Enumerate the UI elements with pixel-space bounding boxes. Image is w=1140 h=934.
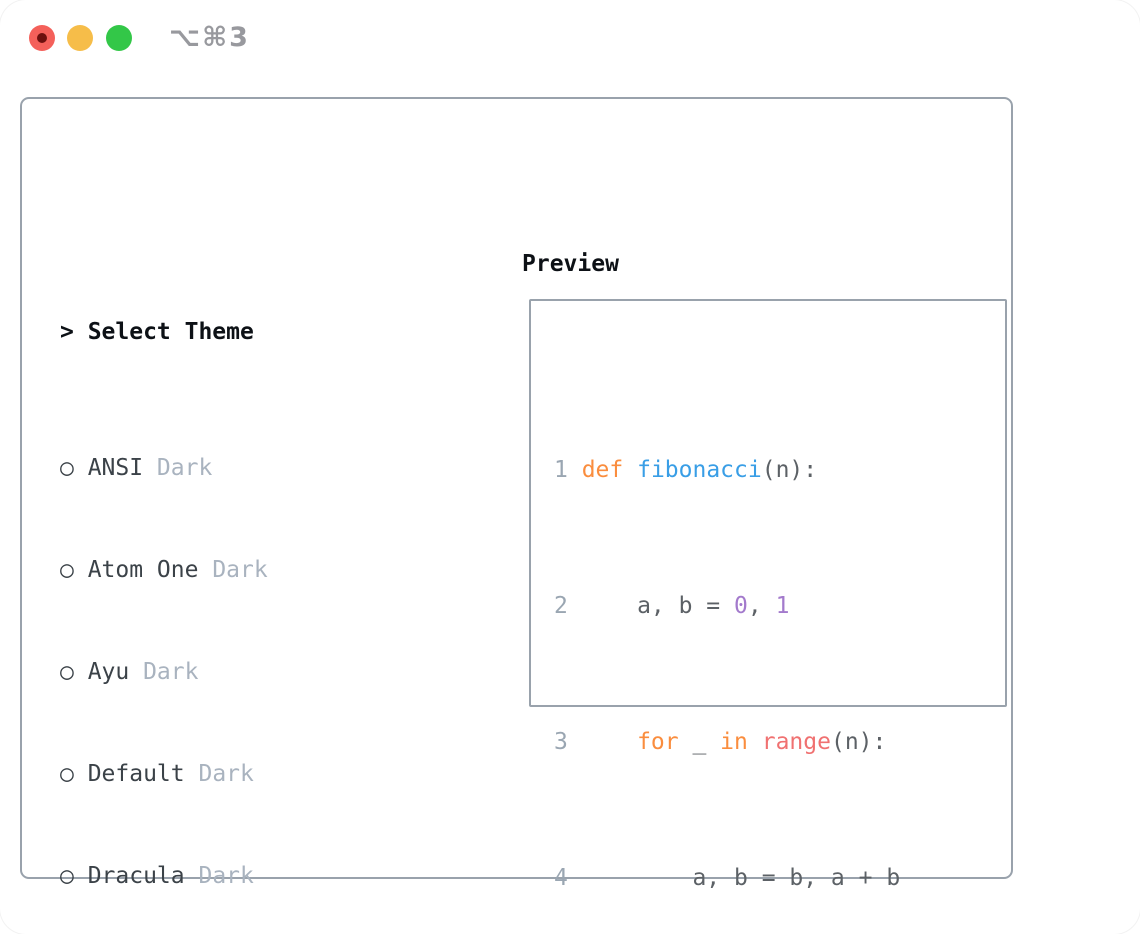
code-line: 4 a, b = b, a + b: [554, 861, 969, 895]
theme-list-header: > Select Theme: [60, 315, 520, 349]
theme-name: Default: [87, 761, 185, 787]
cursor-icon: >: [60, 319, 74, 345]
line-number: 4: [554, 865, 568, 891]
theme-option-dracula-dark[interactable]: ○ Dracula Dark: [60, 859, 520, 893]
theme-option-default-dark[interactable]: ○ Default Dark: [60, 757, 520, 791]
radio-unselected-icon: ○: [60, 455, 74, 481]
zoom-button[interactable]: [106, 25, 132, 51]
code-line: 2 a, b = 0, 1: [554, 589, 969, 623]
line-number: 3: [554, 729, 568, 755]
theme-name: Dracula: [87, 863, 185, 889]
window-title: ⌥⌘3: [169, 22, 250, 53]
radio-unselected-icon: ○: [60, 557, 74, 583]
title-bar: ⌥⌘3: [0, 0, 1140, 80]
radio-unselected-icon: ○: [60, 761, 74, 787]
theme-variant-tag: Dark: [198, 761, 254, 787]
preview-header: Preview: [522, 251, 619, 277]
minimize-button[interactable]: [67, 25, 93, 51]
theme-name: Atom One: [87, 557, 199, 583]
close-button[interactable]: [29, 25, 55, 51]
theme-option-ayu-dark[interactable]: ○ Ayu Dark: [60, 655, 520, 689]
radio-unselected-icon: ○: [60, 659, 74, 685]
theme-name: ANSI: [87, 455, 144, 481]
theme-variant-tag: Dark: [156, 455, 213, 481]
code-line: 3 for _ in range(n):: [554, 725, 969, 759]
theme-variant-tag: Dark: [143, 659, 199, 685]
line-number: 1: [554, 457, 568, 483]
theme-variant-tag: Dark: [198, 863, 254, 889]
section-title: Select Theme: [87, 319, 254, 345]
line-number: 2: [554, 593, 568, 619]
theme-variant-tag: Dark: [212, 557, 268, 583]
theme-option-atom-one-dark[interactable]: ○ Atom One Dark: [60, 553, 520, 587]
theme-name: Ayu: [87, 659, 130, 685]
radio-unselected-icon: ○: [60, 863, 74, 889]
theme-option-ansi-dark[interactable]: ○ ANSI Dark: [60, 451, 520, 485]
